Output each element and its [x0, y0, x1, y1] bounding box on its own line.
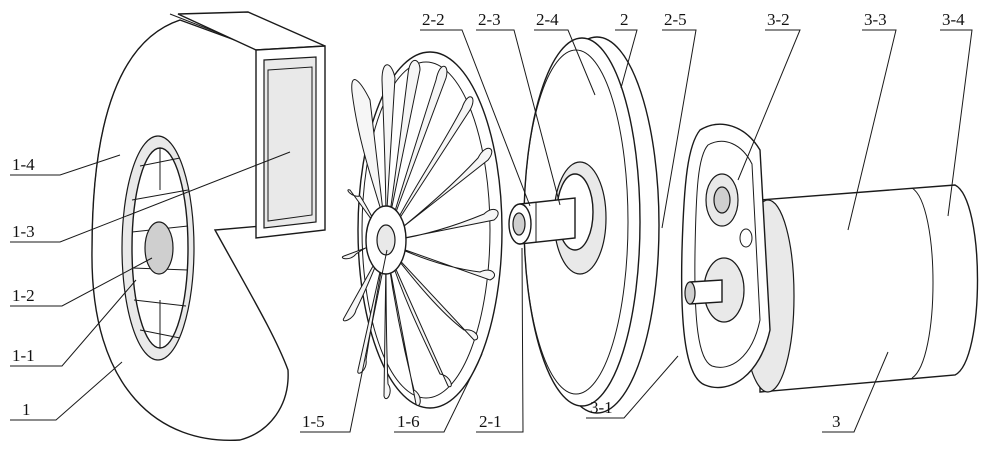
- impeller-back-plate: [357, 51, 503, 409]
- motor-flange: [680, 123, 771, 389]
- label-3-2: 3-2: [767, 10, 790, 29]
- leader-lines: [10, 29, 973, 433]
- label-1-1: 1-1: [12, 346, 35, 365]
- label-2: 2: [620, 10, 629, 29]
- callout-labels: 1-4 1-3 1-2 1-1 1 1-5 1-6 2-1 2-2 2-3 2-…: [12, 10, 965, 431]
- impeller-blades: [342, 59, 499, 406]
- impeller-hub: [365, 205, 407, 275]
- label-2-3: 2-3: [478, 10, 501, 29]
- label-3: 3: [832, 412, 841, 431]
- label-1-3: 1-3: [12, 222, 35, 241]
- label-1-4: 1-4: [12, 155, 35, 174]
- label-1: 1: [22, 400, 31, 419]
- label-2-2: 2-2: [422, 10, 445, 29]
- label-2-1: 2-1: [479, 412, 502, 431]
- housing-inlet-grille: [121, 135, 195, 361]
- label-1-6: 1-6: [397, 412, 420, 431]
- label-3-3: 3-3: [864, 10, 887, 29]
- drive-shaft: [508, 197, 576, 245]
- motor-body: [741, 184, 979, 393]
- label-3-4: 3-4: [942, 10, 965, 29]
- label-2-4: 2-4: [536, 10, 559, 29]
- label-2-5: 2-5: [664, 10, 687, 29]
- label-1-5: 1-5: [302, 412, 325, 431]
- label-1-2: 1-2: [12, 286, 35, 305]
- housing-outlet-duct: [177, 11, 326, 239]
- label-3-1: 3-1: [590, 398, 613, 417]
